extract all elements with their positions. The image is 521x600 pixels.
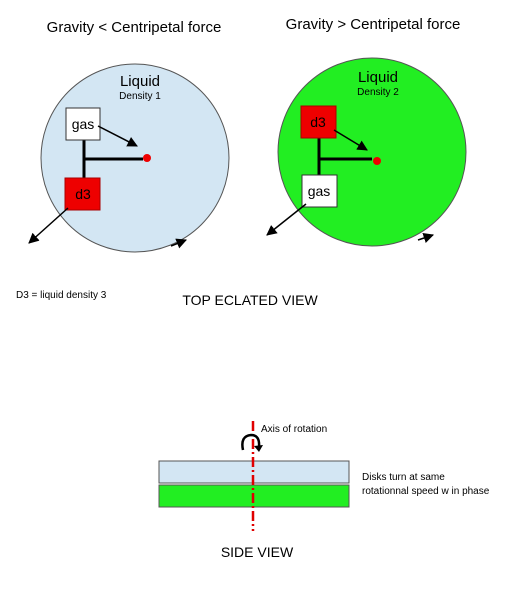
left-center-dot [143,154,151,162]
right-gas-box [301,174,338,208]
rotation-curve-icon [241,433,261,451]
left-d3-label: d3 [75,186,91,202]
right-d3-label: d3 [310,114,326,130]
right-density-label: Density 2 [357,87,399,98]
side-view-caption: SIDE VIEW [221,544,294,560]
left-panel-title: Gravity < Centripetal force [47,19,222,36]
disks-note-line1: Disks turn at same [362,472,445,483]
right-gas-arrow [266,203,307,236]
right-gas-label: gas [308,183,331,199]
right-rotation-arrow [417,233,434,243]
right-d3-arrow [333,129,368,151]
right-center-dot [373,157,381,165]
left-d3-arrow [28,207,69,244]
right-d3-box [300,105,337,139]
disks-note-line2: rotationnal speed w in phase [362,486,490,497]
left-density-label: Density 1 [119,91,161,102]
axis-label: Axis of rotation [261,424,327,435]
left-gas-arrow [97,125,138,147]
left-rotation-arrow [170,238,187,249]
left-gas-label: gas [72,116,95,132]
rotation-arrowhead-icon [254,445,263,452]
right-liquid-label: Liquid [358,69,398,86]
left-liquid-label: Liquid [120,73,160,90]
right-panel-title: Gravity > Centripetal force [286,16,461,33]
left-d3-box [64,177,101,211]
top-view-caption: TOP ECLATED VIEW [182,292,318,308]
left-gas-box [65,107,101,141]
legend-note: D3 = liquid density 3 [16,290,107,301]
